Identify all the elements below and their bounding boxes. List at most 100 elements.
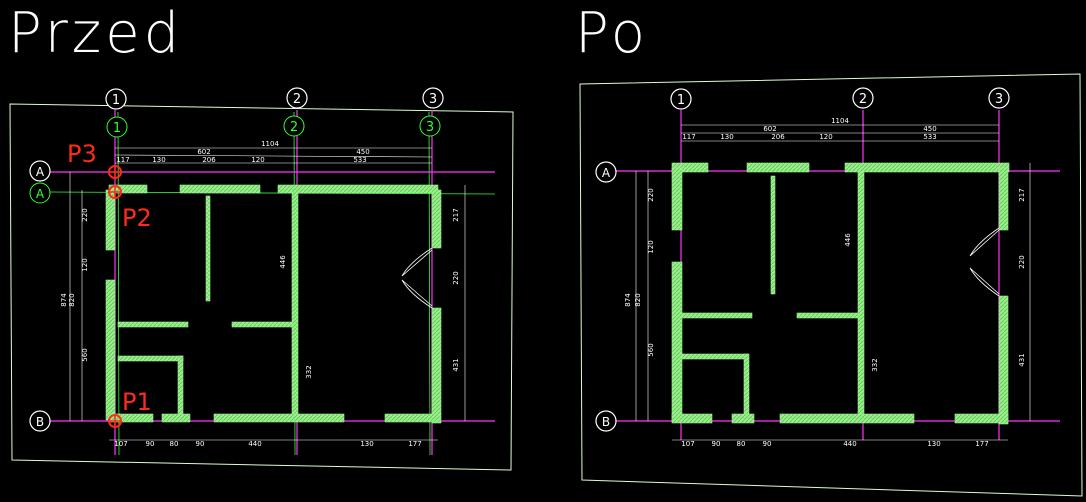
wall-bottom-d <box>384 413 441 423</box>
dim-bottom-7: 177 <box>408 440 421 448</box>
wall-inner-d <box>117 355 184 362</box>
dim-right-2: 220 <box>1018 255 1026 268</box>
wall-bottom-d <box>954 413 1009 424</box>
door-swing-before <box>401 247 433 309</box>
wall-bottom-c <box>213 413 345 423</box>
dim-bottom-3: 80 <box>170 440 179 448</box>
axis-bubble-3-offset-label: 3 <box>426 120 434 135</box>
dim-left-1: 874 <box>60 293 68 307</box>
marker-p3-label: P3 <box>67 140 97 168</box>
dim-top-1: 117 <box>682 133 695 141</box>
dim-top-5: 533 <box>923 133 936 141</box>
dim-left-3: 220 <box>81 208 89 221</box>
dim-top-2: 130 <box>152 156 165 164</box>
axis-bubble-b: B <box>595 410 617 432</box>
wall-inner-a <box>770 175 776 295</box>
wall-inner-e <box>177 355 184 415</box>
wall-left-upper <box>671 167 683 231</box>
title-before: Przed <box>8 1 184 66</box>
dim-top-2: 130 <box>720 133 733 141</box>
dim-top-3: 206 <box>202 156 216 164</box>
axis-bubble-2-offset-label: 2 <box>290 120 298 135</box>
dim-texts-before: 1104 602 450 117 130 206 120 533 107 90 … <box>60 140 460 448</box>
title-after: Po <box>575 1 650 66</box>
dim-top-1: 117 <box>116 156 129 164</box>
dim-top-mid-a: 602 <box>197 148 210 156</box>
axis-bubble-3: 3 <box>422 87 444 109</box>
axis-bubble-2: 2 <box>852 87 874 109</box>
dim-bottom-6: 130 <box>360 440 373 448</box>
plan-after: 1 2 3 A B <box>579 73 1083 497</box>
axis-bubble-a-label: A <box>602 166 611 180</box>
wall-inner-a <box>205 195 211 302</box>
dim-right-1: 217 <box>1018 188 1026 201</box>
wall-inner-d <box>681 353 749 360</box>
axis-bubble-a: A <box>595 161 617 183</box>
wall-top-mid <box>746 162 810 173</box>
wall-bottom-b <box>161 413 191 423</box>
dim-bottom-1: 107 <box>114 440 127 448</box>
axis-bubble-b-label: B <box>602 415 610 429</box>
marker-p2: P2 <box>108 185 152 232</box>
dim-bottom-7: 177 <box>975 440 988 448</box>
wall-right-lower <box>998 295 1009 425</box>
dim-bottom-2: 90 <box>146 440 155 448</box>
dim-inner-2: 332 <box>305 365 313 378</box>
wall-top-mid <box>179 184 261 194</box>
dim-inner-2: 332 <box>871 358 879 371</box>
dim-top-overall: 1104 <box>831 117 849 125</box>
dim-bottom-1: 107 <box>681 440 694 448</box>
door-swing-after <box>969 227 1000 297</box>
dim-left-5: 560 <box>647 343 655 356</box>
dim-top-4: 120 <box>251 156 264 164</box>
wall-right-upper <box>998 167 1009 231</box>
wall-inner-c <box>796 312 859 319</box>
dim-top-mid-b: 450 <box>356 148 369 156</box>
dim-top-mid-a: 602 <box>763 125 776 133</box>
axis-bubble-a-offset-label: A <box>36 187 45 201</box>
dim-top-3: 206 <box>771 133 785 141</box>
marker-p3: P3 <box>67 140 122 179</box>
wall-inner-e <box>743 353 750 415</box>
wall-right-lower <box>431 307 442 424</box>
axis-bubble-2-label: 2 <box>293 92 301 107</box>
dim-right-3: 431 <box>1018 353 1026 366</box>
plan-before: 1 1 2 2 3 3 A A <box>9 87 514 471</box>
axis-3-offset-line <box>428 111 431 456</box>
dim-bottom-3: 80 <box>737 440 746 448</box>
axis-bubble-b: B <box>29 410 51 432</box>
dim-top-mid-b: 450 <box>923 125 936 133</box>
dim-left-2: 820 <box>68 293 76 306</box>
wall-bottom-c <box>779 413 915 424</box>
sheet-frame <box>9 103 514 471</box>
dim-right-2: 220 <box>452 271 460 284</box>
wall-inner-b <box>117 321 189 328</box>
axis-bubble-a-label: A <box>36 165 45 179</box>
dim-bottom-4: 90 <box>763 440 772 448</box>
wall-top-right <box>844 162 1010 173</box>
sheet-frame <box>579 73 1083 497</box>
dim-left-2: 820 <box>634 293 642 306</box>
dim-lines-before <box>69 147 466 441</box>
dim-left-4: 120 <box>647 240 655 253</box>
wall-left-lower <box>105 279 116 421</box>
marker-p1-label: P1 <box>122 388 152 416</box>
axis-bubble-1-offset-label: 1 <box>113 121 121 136</box>
dim-left-3: 220 <box>647 188 655 201</box>
wall-top-right <box>277 184 439 194</box>
dim-left-4: 120 <box>81 258 89 271</box>
axis-bubble-1-offset: 1 <box>106 116 128 138</box>
dim-inner-1: 446 <box>844 233 852 247</box>
wall-bottom-b <box>731 413 755 424</box>
axis-bubble-2-label: 2 <box>859 92 867 107</box>
dim-top-overall: 1104 <box>261 140 279 148</box>
walls-after <box>671 162 1010 425</box>
dim-bottom-2: 90 <box>712 440 721 448</box>
dim-right-1: 217 <box>452 208 460 221</box>
axis-bubble-1: 1 <box>105 88 127 110</box>
dim-bottom-4: 90 <box>196 440 205 448</box>
dim-inner-1: 446 <box>279 255 287 269</box>
dim-lines-after <box>635 124 1031 441</box>
dim-bottom-5: 440 <box>248 440 261 448</box>
